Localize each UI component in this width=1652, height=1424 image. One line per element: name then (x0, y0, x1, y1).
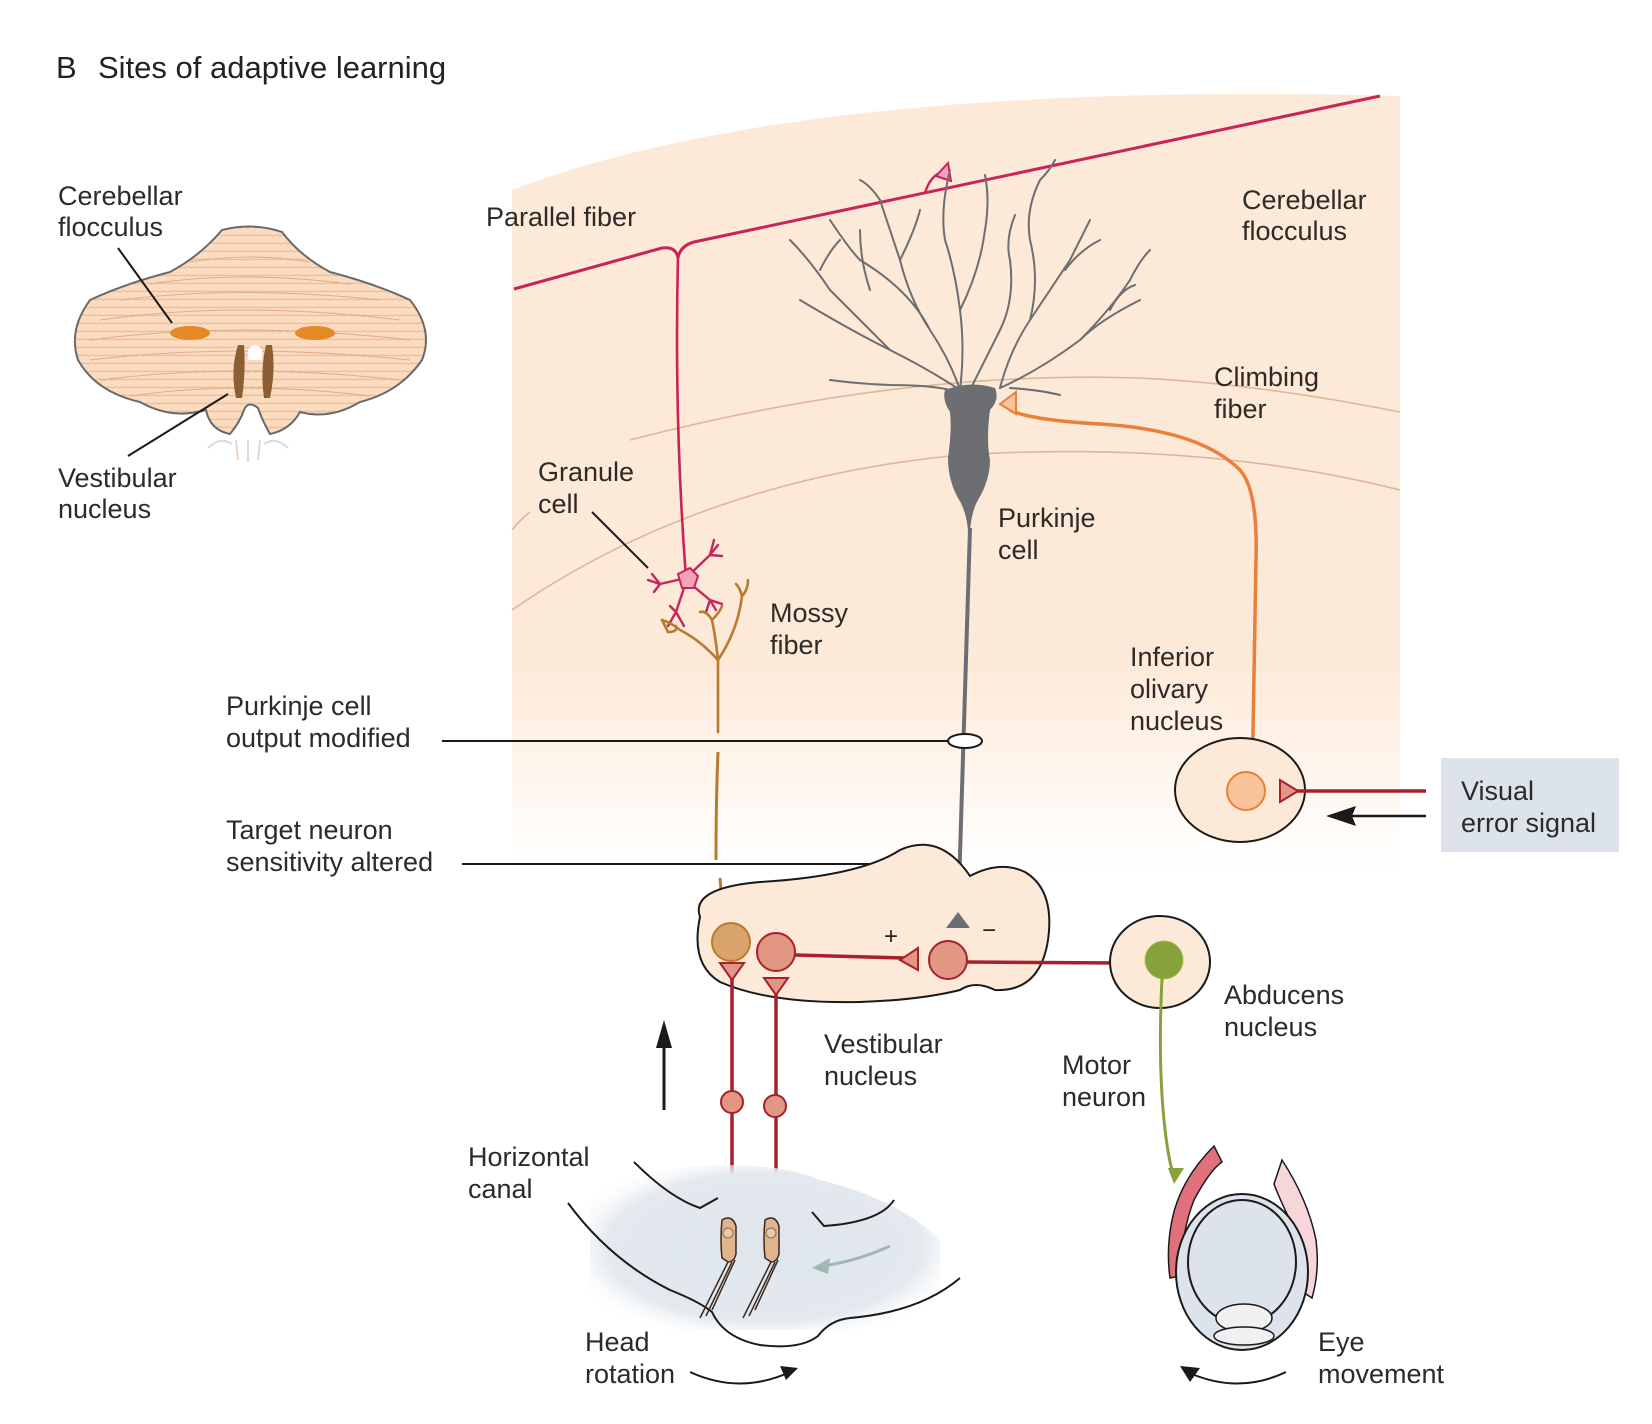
signal-direction-up-arrow (656, 1020, 672, 1110)
vestibular-nucleus-label-2: nucleus (824, 1061, 917, 1091)
ganglion-cell-1 (720, 1090, 744, 1114)
vestibular-leader (127, 393, 229, 457)
purkinje-output-label-1: Purkinje cell (226, 691, 372, 721)
granule-cell-label-2: cell (538, 489, 579, 519)
motor-neuron-label-2: neuron (1062, 1082, 1146, 1112)
visual-error-box (1441, 758, 1619, 852)
hair-cells (699, 1217, 780, 1319)
horizontal-canal-outer (567, 1202, 961, 1348)
horizontal-canal-inner (633, 1161, 895, 1228)
vestibular-relay-neuron (756, 932, 796, 972)
abducens-label-1: Abducens (1224, 980, 1344, 1010)
inset-vestibular-label-1: Vestibular (58, 463, 177, 493)
inferior-olive-label-2: olivary (1130, 674, 1209, 704)
olivary-neuron (1226, 771, 1266, 811)
purkinje-cell-label-1: Purkinje (998, 503, 1096, 533)
endolymph-flow-arrow (812, 1244, 891, 1274)
target-neuron-label-2: sensitivity altered (226, 847, 433, 877)
vestibular-nucleus-left (233, 345, 245, 398)
climbing-fiber (1009, 408, 1258, 791)
cerebellar-flocculus-label-1: Cerebellar (1242, 185, 1367, 215)
motor-neuron-label-1: Motor (1062, 1050, 1131, 1080)
flocculus-leader (117, 247, 173, 324)
inset-vestibular-label-2: nucleus (58, 494, 151, 524)
climbing-fiber-synapse (998, 390, 1017, 416)
mossy-fiber (660, 578, 750, 734)
afferent-terminal-1 (718, 962, 746, 982)
climbing-fiber-label-1: Climbing (1214, 362, 1319, 392)
panel-letter: B (56, 50, 77, 85)
inferior-olive-label-1: Inferior (1130, 642, 1214, 672)
purkinje-output-site (947, 733, 983, 749)
granule-cell (646, 538, 724, 628)
abducens-motor-neuron (1144, 940, 1184, 980)
inset-flocculus-label-1: Cerebellar (58, 181, 183, 211)
granule-cell-soma (676, 566, 700, 589)
purkinje-dendrites (789, 159, 1151, 396)
mossy-fiber-label-1: Mossy (770, 598, 849, 628)
head-rotation-label-1: Head (585, 1327, 650, 1357)
eye (1167, 1144, 1319, 1351)
horizontal-canal-label-1: Horizontal (468, 1142, 590, 1172)
cerebellar-flocculus-label-2: flocculus (1242, 216, 1347, 246)
vestibular-mossy-neuron (711, 922, 751, 962)
inferior-olive-label-3: nucleus (1130, 706, 1223, 736)
afferent-terminal-2 (762, 977, 790, 997)
purkinje-soma (944, 384, 997, 530)
visual-error-label-1: Visual (1461, 776, 1534, 806)
mossy-fiber-label-2: fiber (770, 630, 823, 660)
purkinje-output-label-2: output modified (226, 723, 411, 753)
vestibular-output-neuron (928, 940, 968, 980)
purkinje-cell-label-2: cell (998, 535, 1039, 565)
granule-cell-label-1: Granule (538, 457, 634, 487)
visual-input-synapse (1279, 778, 1300, 804)
flocculus-left (170, 326, 210, 340)
layer-boundary-upper (629, 376, 1401, 441)
vestibular-to-abducens-axon (966, 960, 1121, 965)
motor-neuron-terminal (1168, 1168, 1184, 1184)
eye-movement-label-2: movement (1318, 1359, 1445, 1389)
inset-flocculus-label-2: flocculus (58, 212, 163, 242)
vestibular-interneuron-axon (794, 953, 906, 960)
granule-cell-axon (675, 255, 688, 579)
climbing-fiber-label-2: fiber (1214, 394, 1267, 424)
ganglion-cell-2 (763, 1094, 787, 1118)
figure-title: Sites of adaptive learning (98, 50, 446, 85)
flocculus-right (295, 326, 335, 340)
purkinje-terminal (946, 912, 970, 928)
cerebellum-inset (73, 225, 427, 462)
inhibitory-sign: − (982, 917, 996, 944)
head-rotation-arrow (689, 1366, 798, 1385)
motor-neuron-axon (1158, 977, 1176, 1177)
vestibular-nucleus-right (262, 345, 274, 398)
eye-movement-arrow (1180, 1366, 1287, 1385)
relay-synapse (898, 946, 919, 972)
excitatory-sign: + (884, 923, 898, 950)
abducens-label-2: nucleus (1224, 1012, 1317, 1042)
horizontal-canal-label-2: canal (468, 1174, 533, 1204)
granule-leader (591, 511, 649, 569)
target-neuron-label-1: Target neuron (226, 815, 393, 845)
visual-signal-arrow (1326, 806, 1426, 826)
head-rotation-label-2: rotation (585, 1359, 675, 1389)
visual-error-label-2: error signal (1461, 808, 1596, 838)
parallel-fiber-label: Parallel fiber (486, 202, 636, 232)
eye-movement-label-1: Eye (1318, 1327, 1365, 1357)
vestibular-nucleus-label-1: Vestibular (824, 1029, 943, 1059)
cornea (1213, 1326, 1275, 1346)
